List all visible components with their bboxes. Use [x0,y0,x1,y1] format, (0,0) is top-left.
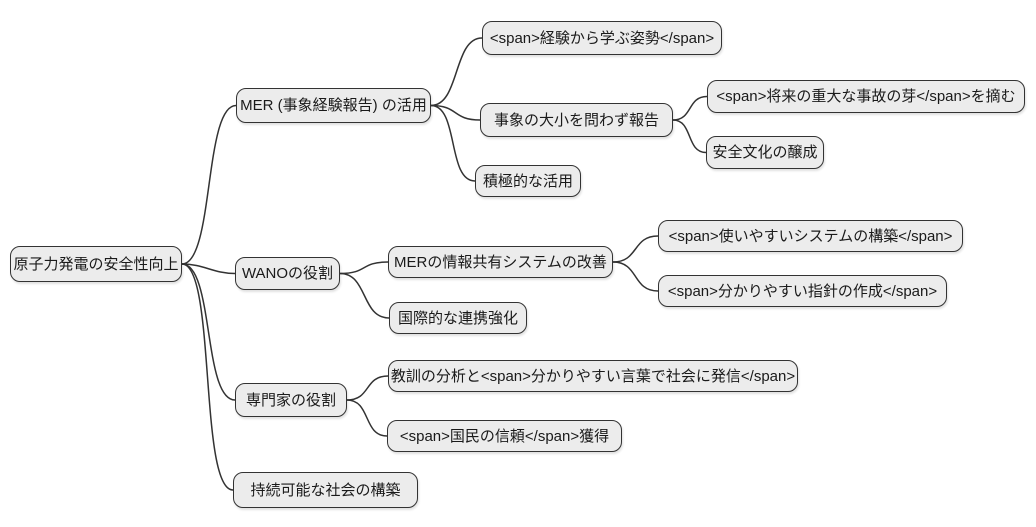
mindmap-node-wakariyasui-shishin: <span>分かりやすい指針の作成</span> [658,275,947,307]
mindmap-node-jisho-hokoku: 事象の大小を問わず報告 [480,103,673,137]
edge-root-to-mer-katsuyo [181,104,237,265]
mindmap-node-kokusai-renkei: 国際的な連携強化 [389,302,527,334]
mindmap-node-kokumin-shinrai: <span>国民の信頼</span>獲得 [387,420,622,452]
edge-jisho-to-anzenbunka [672,119,707,154]
edge-mer-to-jisho [430,104,481,121]
mindmap-node-jizoku-shakai: 持続可能な社会の構築 [233,472,418,508]
edge-mer-to-sekkyokuteki [430,104,476,182]
edge-root-to-jizoku [181,263,234,491]
edge-mer-to-keiken [430,37,483,107]
mindmap-node-senmonka-yakuwari: 専門家の役割 [235,383,347,417]
mindmap-node-joho-kyoyu-kaizen: MERの情報共有システムの改善 [388,246,613,278]
mindmap-node-sekkyokuteki-katsuyo: 積極的な活用 [475,165,581,197]
edge-root-to-wano [181,263,236,275]
mindmap-node-mer-katsuyo: MER (事象経験報告) の活用 [236,88,431,123]
mindmap-node-keiken-shisei: <span>経験から学ぶ姿勢</span> [482,21,722,55]
edge-wano-to-kokusai [339,272,390,319]
edge-joho-to-wakariyasui [612,261,659,292]
edge-senmonka-to-kokumin [346,399,388,437]
mindmap-node-kyokun-bunseki-hasshin: 教訓の分析と<span>分かりやすい言葉で社会に発信</span> [388,360,798,392]
edge-wano-to-joho [339,261,389,275]
edge-senmonka-to-kyokun [346,375,389,401]
edge-jisho-to-shorai [672,95,708,121]
mindmap-node-shorai-jiko-me: <span>将来の重大な事故の芽</span>を摘む [707,80,1025,113]
edge-root-to-senmonka [181,263,236,401]
mindmap-node-wano-yakuwari: WANOの役割 [235,257,340,290]
mindmap-node-anzen-bunka: 安全文化の醸成 [706,136,824,169]
edge-joho-to-tsukaiyasui [612,235,659,263]
mindmap-node-tsukaiyasui-system: <span>使いやすいシステムの構築</span> [658,220,963,252]
mindmap-node-root: 原子力発電の安全性向上 [10,246,182,282]
